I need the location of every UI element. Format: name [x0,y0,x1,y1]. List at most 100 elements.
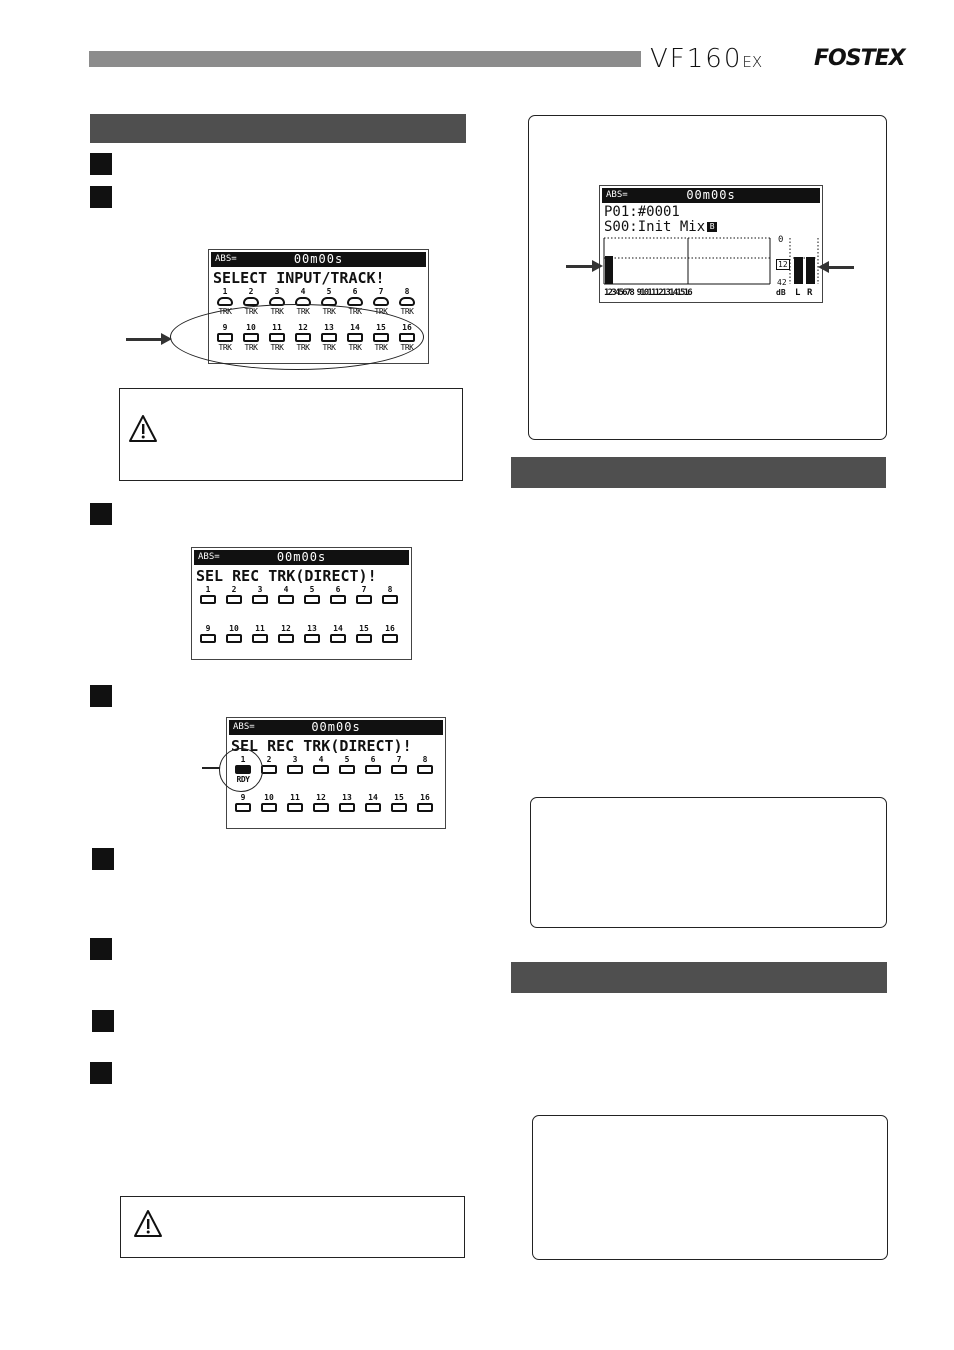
track-key-icon [200,634,216,643]
track-key-icon [261,765,277,774]
track-number: 12 [316,793,326,802]
track-cell: 6 [326,585,350,604]
track-number: 8 [387,585,393,594]
warning-icon [129,415,157,442]
track-number: 3 [257,585,263,594]
track-number: 10 [229,624,239,633]
track-number: 8 [404,287,410,296]
track-cell: 12 [309,793,333,812]
track-number: 13 [307,624,317,633]
track-key-icon [330,595,346,604]
step-marker-8 [90,1062,112,1084]
track-key-icon [339,803,355,812]
note-box-3 [532,1115,888,1260]
track-number: 13 [342,793,352,802]
track-cell: 4 [274,585,298,604]
channel-numbers: 12345678 910111213141516 [604,288,693,298]
track-key-icon [365,765,381,774]
track-number: 2 [266,755,272,764]
track-cell: 10 [222,624,246,643]
track-number: 6 [352,287,358,296]
track-key-icon [278,595,294,604]
track-number: 15 [394,793,404,802]
track-number: 7 [378,287,384,296]
track-number: 2 [231,585,237,594]
track-number: 4 [300,287,306,296]
program-line: P01:#0001 [604,204,680,220]
track-number: 11 [290,793,300,802]
track-number: 5 [326,287,332,296]
track-number: 8 [422,755,428,764]
track-key-icon [330,634,346,643]
section-heading-bar-1 [90,114,466,143]
track-cell: 6 [361,755,385,785]
track-key-icon [391,765,407,774]
track-number: 14 [368,793,378,802]
arrow-left-icon [818,261,854,273]
track-key-icon [252,634,268,643]
warning-icon [134,1210,162,1237]
step-marker-1 [90,153,112,175]
step-marker-6 [90,938,112,960]
track-cell: 1 [196,585,220,604]
track-key-icon [287,765,303,774]
track-number: 1 [222,287,228,296]
track-key-icon [313,765,329,774]
track-number: 3 [292,755,298,764]
track-key-icon [313,803,329,812]
note-box-meter [528,115,887,440]
highlight-ellipse [170,304,424,370]
step-marker-7 [92,1010,114,1032]
track-key-icon [243,297,259,306]
callout-line [202,767,220,769]
track-cell: 2 [222,585,246,604]
track-number: 4 [283,585,289,594]
meter-graph [603,237,819,285]
track-cell: 12 [274,624,298,643]
track-number: 4 [318,755,324,764]
track-key-icon [399,297,415,306]
track-key-icon [235,803,251,812]
track-key-icon [261,803,277,812]
track-number: 7 [396,755,402,764]
section-heading-bar-2 [511,457,886,488]
step-marker-4 [90,685,112,707]
track-key-icon [217,297,233,306]
caution-box-2 [120,1196,465,1258]
track-cell: 15 [387,793,411,812]
track-key-icon [287,803,303,812]
track-key-icon [373,297,389,306]
track-cell: 14 [361,793,385,812]
track-cell: 14 [326,624,350,643]
r-label: R [807,288,813,298]
track-key-icon [278,634,294,643]
arrow-right-icon [566,260,603,272]
track-cell: 3 [283,755,307,785]
model-logo: VF160EX [650,44,763,74]
track-cell: 7 [387,755,411,785]
track-key-icon [304,595,320,604]
track-number: 15 [359,624,369,633]
scale-42: 42 [777,278,787,287]
highlight-circle [219,748,263,792]
track-number: 6 [335,585,341,594]
section-heading-bar-3 [511,962,887,993]
db-label: dB [776,288,786,297]
track-number: 9 [205,624,211,633]
track-cell: 16 [413,793,437,812]
arrow-right-icon [126,333,172,345]
track-key-icon [417,765,433,774]
track-number: 14 [333,624,343,633]
track-number: 12 [281,624,291,633]
track-number: 3 [274,287,280,296]
track-number: 1 [205,585,211,594]
track-number: 5 [309,585,315,594]
track-key-icon [356,634,372,643]
track-key-icon [347,297,363,306]
track-key-icon [304,634,320,643]
track-key-icon [356,595,372,604]
scene-icon: B [707,222,718,232]
track-cell: 8 [378,585,402,604]
